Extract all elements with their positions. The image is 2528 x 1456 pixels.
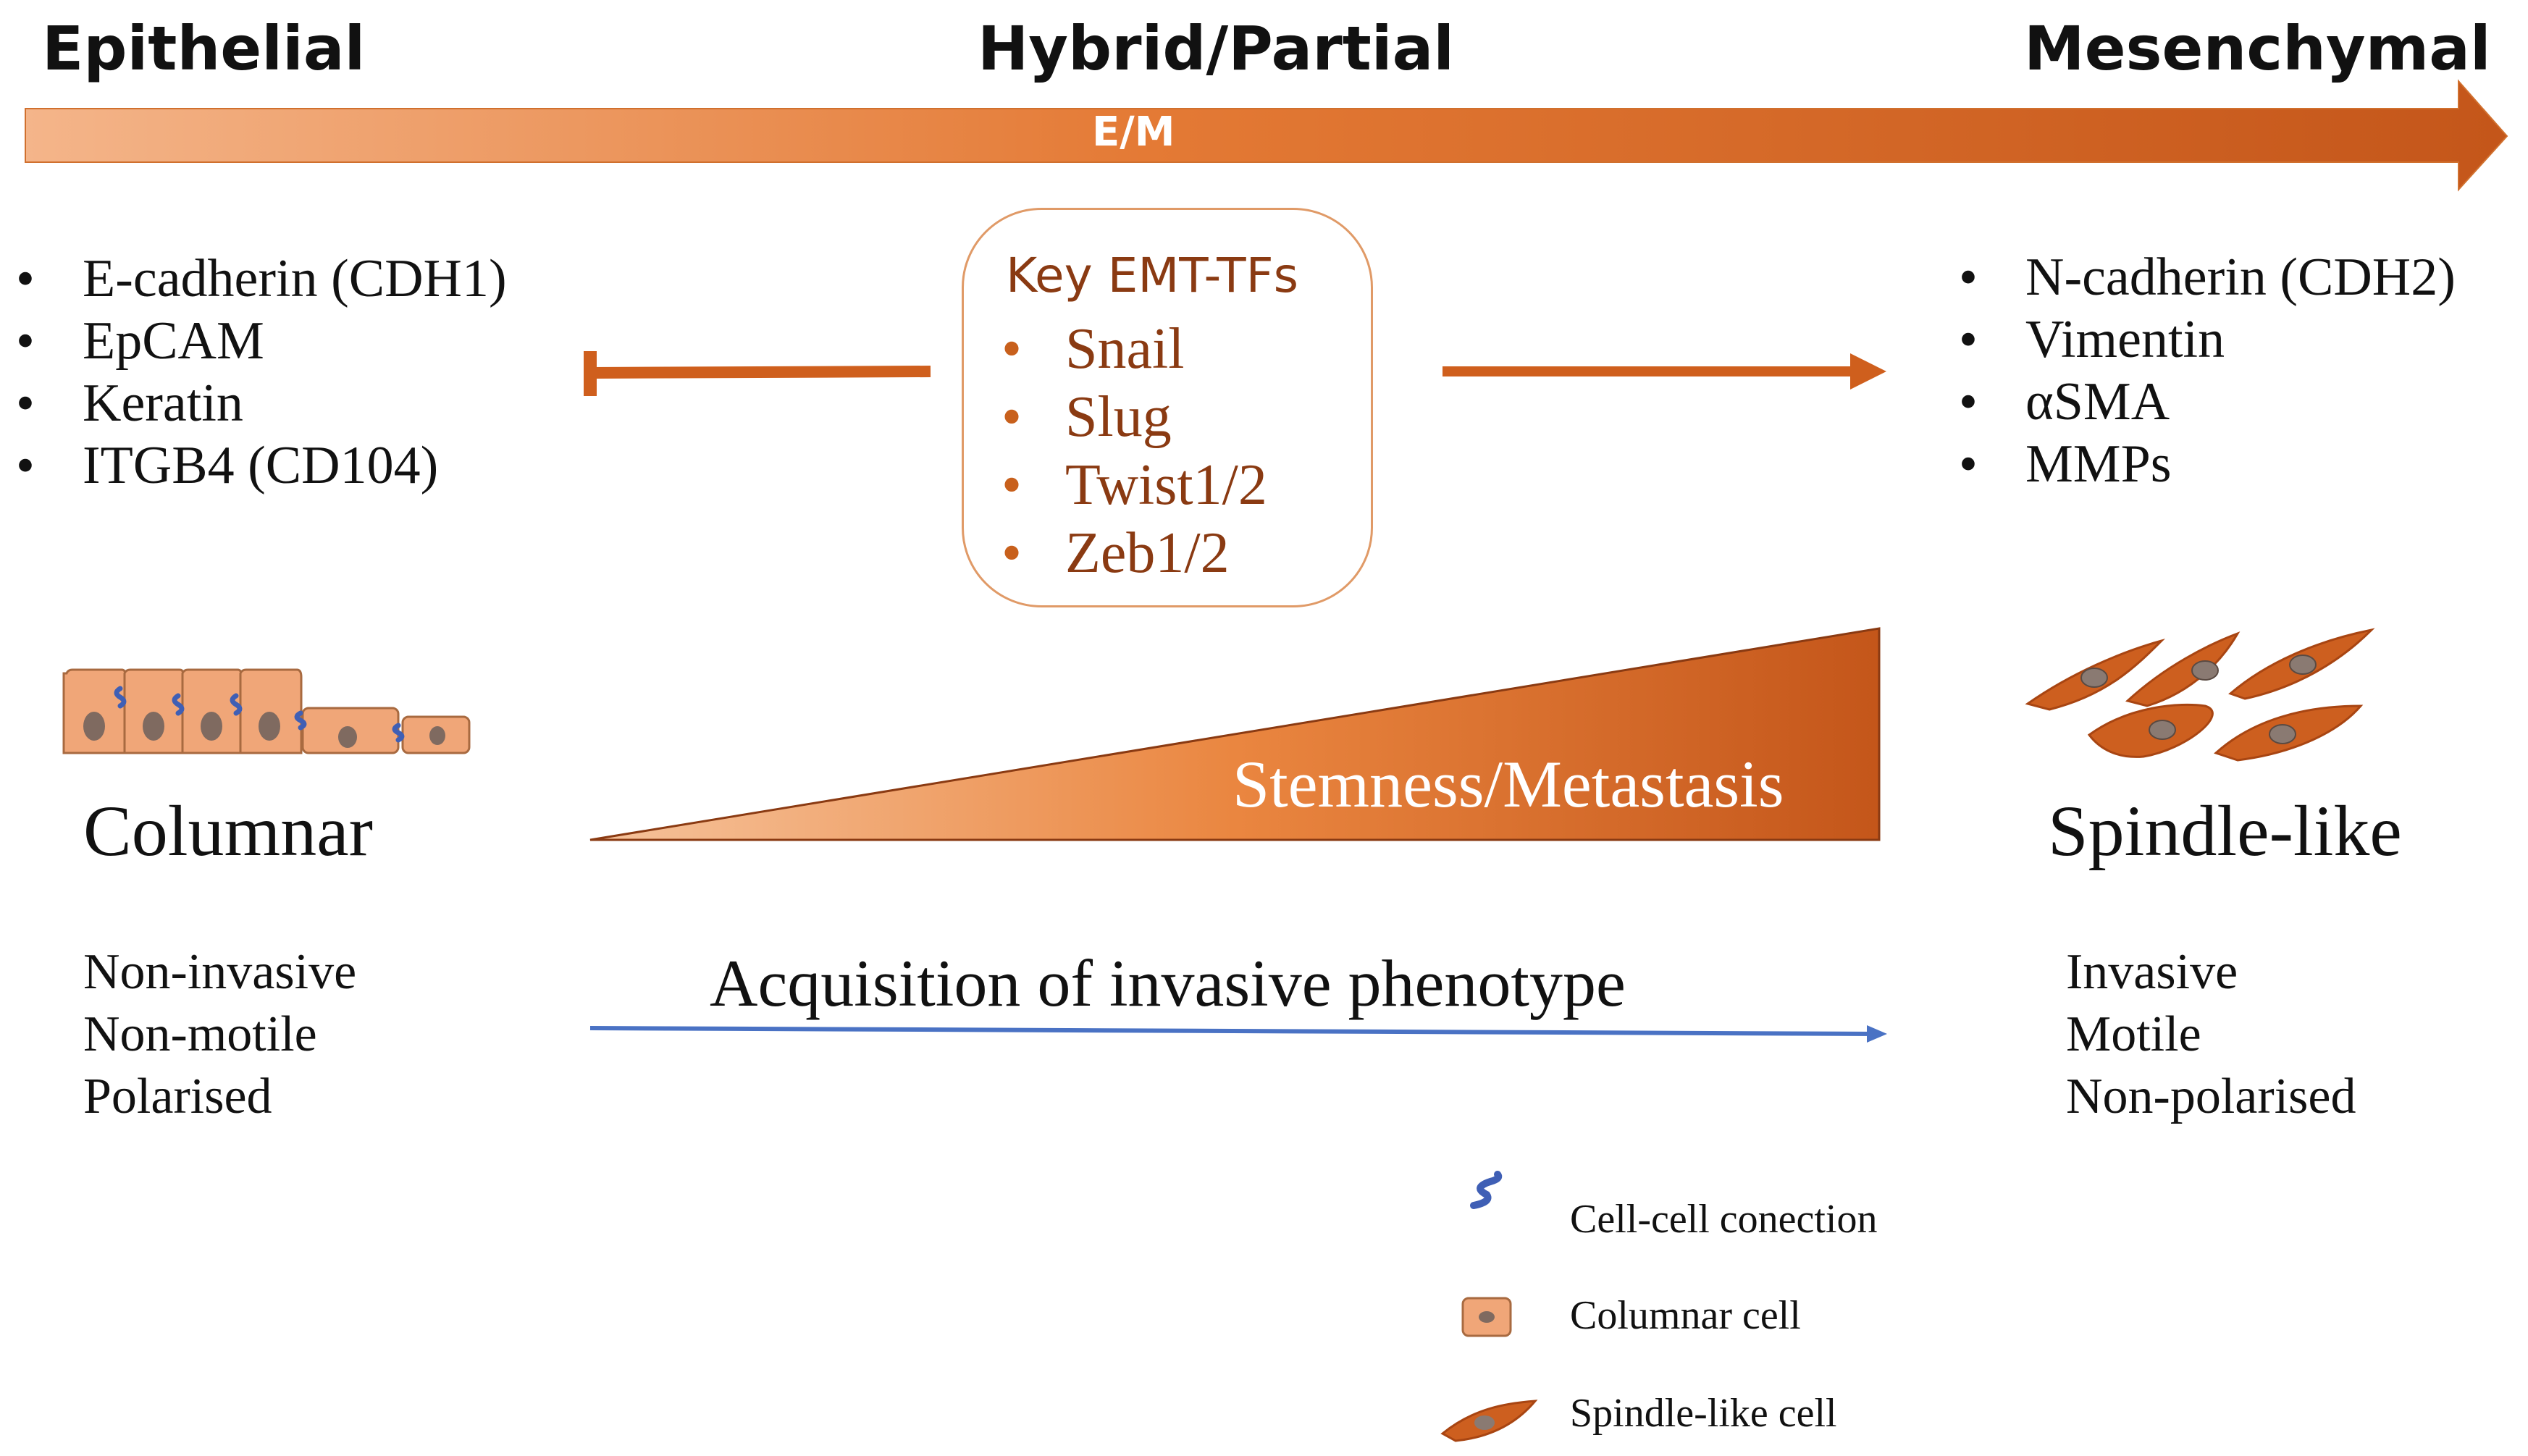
epithelial-marker-list: E-cadherin (CDH1) EpCAM Keratin ITGB4 (C…	[16, 248, 507, 497]
trait-text: Motile	[2066, 1006, 2201, 1062]
acquisition-label: Acquisition of invasive phenotype	[710, 946, 1626, 1020]
spindle-traits: Invasive Motile Non-polarised	[2066, 941, 2356, 1128]
columnar-label: Columnar	[83, 791, 373, 871]
em-arrow-label: E/M	[1092, 109, 1175, 156]
tf-item: Snail	[1001, 315, 1267, 383]
trait-text: Non-invasive	[83, 944, 357, 1000]
spindle-cells-illustration	[2025, 628, 2375, 762]
trait-text: Invasive	[2066, 944, 2238, 1000]
legend-cell-connection: Cell-cell conection	[1570, 1197, 1878, 1242]
marker-item: αSMA	[1959, 371, 2456, 433]
marker-item: MMPs	[1959, 433, 2456, 495]
columnar-traits: Non-invasive Non-motile Polarised	[83, 941, 356, 1128]
tf-item: Twist1/2	[1001, 451, 1267, 519]
marker-item: E-cadherin (CDH1)	[16, 248, 507, 310]
marker-item: ITGB4 (CD104)	[16, 434, 507, 497]
trait-text: Non-motile	[83, 1006, 317, 1062]
tf-list: Snail Slug Twist1/2 Zeb1/2	[1001, 315, 1267, 587]
columnar-cells-illustration	[62, 668, 471, 754]
trait-text: Polarised	[83, 1069, 272, 1124]
em-spectrum-arrow	[25, 79, 2508, 192]
mesenchymal-marker-list: N-cadherin (CDH2) Vimentin αSMA MMPs	[1959, 246, 2456, 495]
trait-text: Non-polarised	[2066, 1069, 2356, 1124]
marker-item: Vimentin	[1959, 308, 2456, 371]
marker-item: EpCAM	[16, 310, 507, 372]
mesenchymal-heading: Mesenchymal	[2024, 13, 2491, 84]
legend-columnar-cell: Columnar cell	[1570, 1293, 1801, 1338]
spindle-like-label: Spindle-like	[2048, 791, 2402, 871]
epithelial-heading: Epithelial	[42, 13, 366, 84]
acquisition-arrow	[589, 1025, 1887, 1043]
inhibition-arrow	[584, 351, 931, 396]
stemness-metastasis-label: Stemness/Metastasis	[1232, 747, 1784, 821]
hybrid-heading: Hybrid/Partial	[978, 13, 1455, 84]
tf-item: Slug	[1001, 383, 1267, 451]
tf-item: Zeb1/2	[1001, 519, 1267, 587]
legend-spindle-cell: Spindle-like cell	[1570, 1391, 1837, 1436]
marker-item: N-cadherin (CDH2)	[1959, 246, 2456, 308]
stemness-metastasis-wedge	[589, 627, 1881, 841]
emt-tf-box: Key EMT-TFs Snail Slug Twist1/2 Zeb1/2	[962, 208, 1373, 607]
tf-box-title: Key EMT-TFs	[1006, 248, 1298, 303]
marker-item: Keratin	[16, 372, 507, 434]
activation-arrow	[1443, 353, 1886, 390]
